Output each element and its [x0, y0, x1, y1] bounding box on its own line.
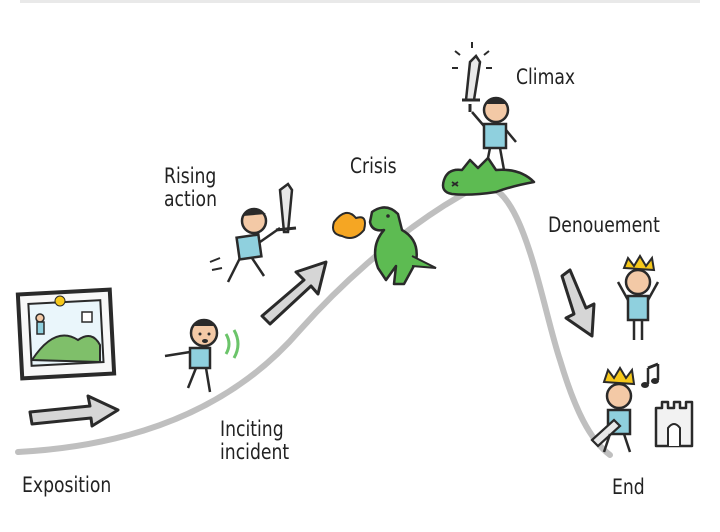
label-denouement: Denouement — [548, 214, 660, 237]
victorious-figure-icon — [452, 42, 516, 170]
label-inciting-incident: Inciting incident — [220, 418, 289, 464]
running-sword-figure-icon — [210, 184, 296, 282]
label-inciting-line2: incident — [220, 441, 289, 464]
label-climax: Climax — [516, 66, 575, 89]
label-rising-line2: action — [164, 188, 217, 211]
label-exposition: Exposition — [22, 474, 111, 497]
music-note-icon — [641, 364, 659, 388]
crowned-figure-icon — [618, 256, 658, 340]
label-inciting-line1: Inciting — [220, 418, 289, 441]
landscape-picture-icon — [18, 290, 114, 379]
label-rising-line1: Rising — [164, 165, 217, 188]
down-arrow-icon — [562, 270, 594, 336]
label-end: End — [612, 476, 645, 499]
worried-figure-icon — [165, 320, 238, 392]
castle-icon — [656, 402, 692, 446]
right-arrow-icon — [30, 396, 118, 426]
dead-dragon-icon — [443, 158, 534, 195]
label-crisis: Crisis — [350, 155, 397, 178]
crowned-knight-icon — [592, 368, 634, 452]
label-rising-action: Rising action — [164, 165, 217, 211]
